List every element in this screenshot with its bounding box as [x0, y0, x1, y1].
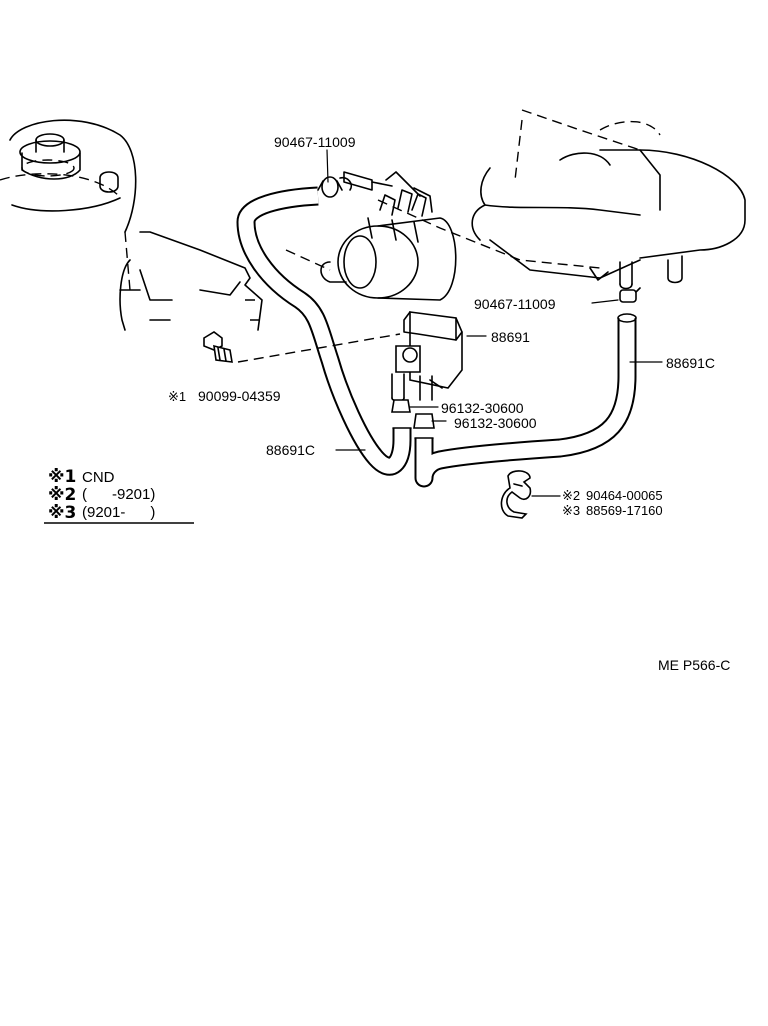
label-clamp-a-prefix: ※2 — [562, 488, 580, 503]
label-hose-clamp-top: 90467-11009 — [274, 134, 356, 150]
note-3-text: (9201- ) — [82, 504, 155, 521]
hose-clamp-right-part — [619, 287, 641, 303]
label-hose-clamp-right: 90467-11009 — [474, 296, 556, 312]
note-1-mark: ※1 — [48, 467, 76, 487]
vsv-88691-part — [391, 311, 463, 402]
diagram-code: ME P566-C — [658, 657, 730, 673]
intake-manifold-illustration — [285, 109, 746, 290]
cap-part-2 — [413, 413, 435, 429]
label-hose-right: 88691C — [666, 355, 715, 371]
canister-illustration — [320, 171, 601, 301]
cap-part-1 — [391, 399, 411, 413]
note-3-mark: ※3 — [48, 503, 76, 523]
note-1-text: CND — [82, 469, 115, 486]
note-2-mark: ※2 — [48, 485, 76, 505]
leader-lines — [326, 149, 663, 497]
label-plug-prefix: ※1 — [168, 389, 186, 404]
legend-notes: ※1 CND ※2 ( -9201) ※3 (9201- ) — [44, 467, 194, 524]
label-cap-2: 96132-30600 — [454, 415, 537, 431]
label-clamp-b-prefix: ※3 — [562, 503, 580, 518]
label-clamp-b: 88569-17160 — [586, 503, 663, 518]
label-cap-1: 96132-30600 — [441, 400, 524, 416]
hose-left — [236, 186, 412, 476]
label-plug: 90099-04359 — [198, 388, 281, 404]
hose-clip-part — [500, 470, 532, 519]
plug-part — [203, 331, 233, 363]
engine-left-illustration — [0, 119, 263, 331]
hose-right — [414, 313, 637, 488]
note-2-text: ( -9201) — [82, 486, 155, 503]
label-vsv: 88691 — [491, 329, 530, 345]
label-clamp-a: 90464-00065 — [586, 488, 663, 503]
hose-clamp-top-part — [317, 176, 343, 198]
plug-to-vsv-leader — [237, 333, 401, 363]
label-hose-left: 88691C — [266, 442, 315, 458]
